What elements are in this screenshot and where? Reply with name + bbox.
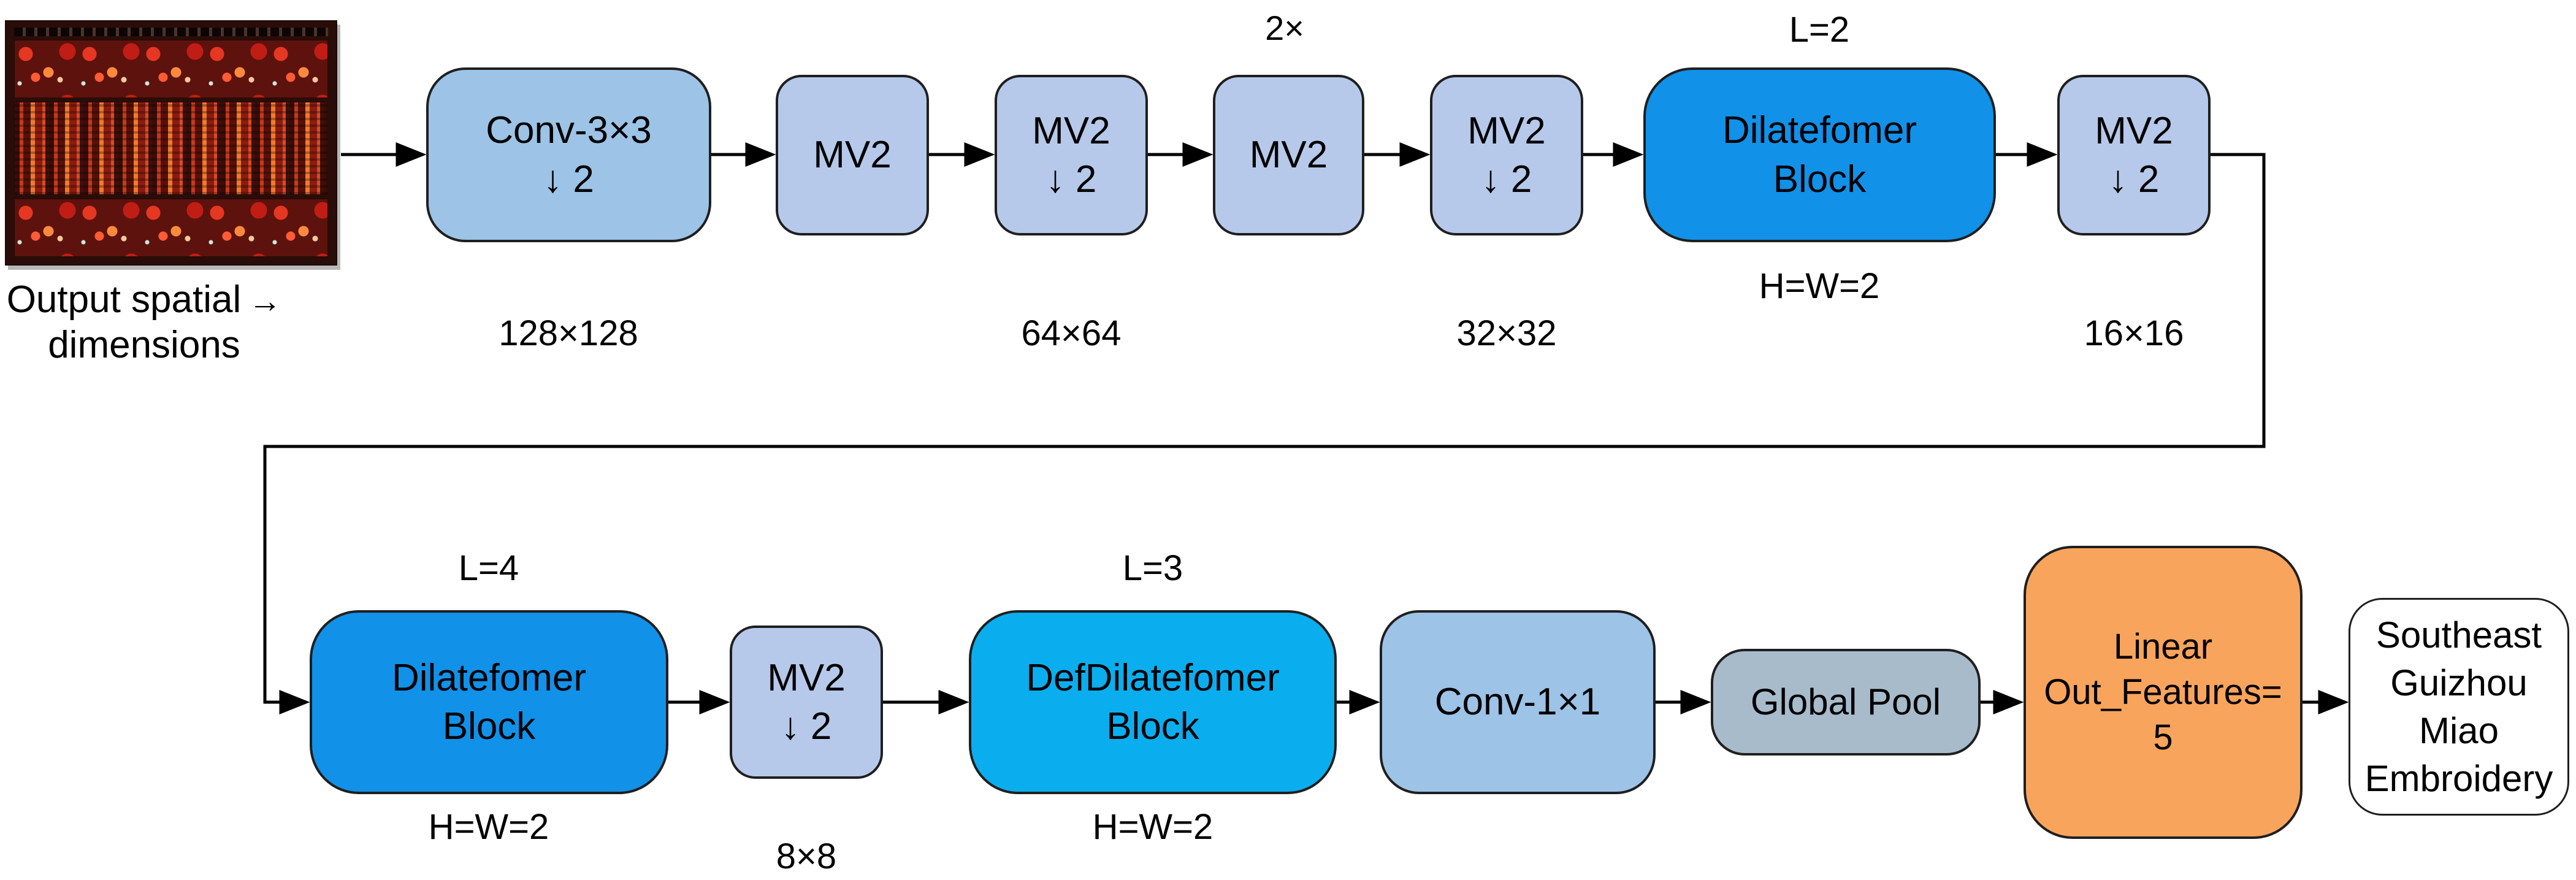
label-dim-8: 8×8 <box>776 836 837 876</box>
embroidery-top-band <box>14 40 328 98</box>
label-dim-64: 64×64 <box>1021 313 1122 353</box>
output-line-2: Guizhou <box>2390 662 2528 703</box>
label-layers-L2: L=2 <box>1789 10 1850 50</box>
block-subtitle: ↓ 2 <box>543 158 594 201</box>
block-subtitle: ↓ 2 <box>781 705 832 748</box>
caption-line-2: dimensions <box>48 324 240 367</box>
output-line-1: Southeast <box>2375 614 2542 656</box>
block-title: MV2 <box>2095 109 2173 152</box>
block-mv2-3: MV2 <box>1213 75 1364 235</box>
block-subtitle: ↓ 2 <box>1045 158 1097 201</box>
block-dilatefomer-stage1: Dilatefomer Block <box>1643 67 1996 242</box>
block-title: MV2 <box>767 656 846 699</box>
block-title: Dilatefomer <box>1722 109 1917 152</box>
label-layers-L3: L=3 <box>1122 548 1183 588</box>
block-subtitle: ↓ 2 <box>1481 158 1532 201</box>
block-subtitle: ↓ 2 <box>2108 158 2160 201</box>
caption-text: Output spatial <box>6 278 242 321</box>
block-conv1x1: Conv-1×1 <box>1380 610 1656 794</box>
block-mv2-6-downsample: MV2 ↓ 2 <box>730 626 883 779</box>
block-title: Global Pool <box>1750 681 1941 722</box>
block-mv2-2-downsample: MV2 ↓ 2 <box>995 75 1148 235</box>
caption-line-1: Output spatial→ <box>7 277 282 323</box>
output-line-4: Embroidery <box>2364 757 2553 799</box>
block-title: Conv-1×1 <box>1434 681 1601 724</box>
caption-arrow-icon: → <box>248 283 282 319</box>
block-defdilatefomer: DefDilatefomer Block <box>969 610 1337 794</box>
block-mv2-5-downsample: MV2 ↓ 2 <box>2057 75 2211 235</box>
block-global-pool: Global Pool <box>1711 649 1981 756</box>
block-mv2-4-downsample: MV2 ↓ 2 <box>1430 75 1583 235</box>
block-output-class: Southeast Guizhou Miao Embroidery <box>2349 598 2569 816</box>
label-dim-128: 128×128 <box>499 313 638 353</box>
label-hw-defdilatefomer: H=W=2 <box>1092 807 1213 847</box>
block-dilatefomer-stage2: Dilatefomer Block <box>310 610 668 794</box>
connector-stage1-to-stage2 <box>263 153 2266 714</box>
input-embroidery-image <box>5 20 337 266</box>
block-title: MV2 <box>813 134 892 177</box>
label-hw-stage1: H=W=2 <box>1759 266 1880 306</box>
embroidery-bottom-band <box>14 199 328 257</box>
label-dim-32: 32×32 <box>1456 313 1557 353</box>
block-value: 5 <box>2153 717 2173 758</box>
label-layers-L4: L=4 <box>458 548 519 588</box>
label-dim-16: 16×16 <box>2084 313 2184 353</box>
block-subtitle: Block <box>1106 705 1199 748</box>
block-mv2-1: MV2 <box>776 75 929 235</box>
label-hw-dilatefomer-s2: H=W=2 <box>428 807 549 847</box>
block-subtitle: Block <box>442 705 536 748</box>
embroidery-middle-band <box>14 101 328 196</box>
block-title: Conv-3×3 <box>486 109 652 152</box>
block-linear-classifier: Linear Out_Features= 5 <box>2024 546 2303 839</box>
output-line-3: Miao <box>2418 710 2499 751</box>
block-title: Dilatefomer <box>392 656 586 699</box>
block-title: DefDilatefomer <box>1026 656 1280 699</box>
block-subtitle: Out_Features= <box>2044 671 2282 712</box>
block-title: MV2 <box>1032 109 1110 152</box>
block-title: MV2 <box>1249 134 1328 177</box>
block-title: Linear <box>2113 626 2213 667</box>
block-conv3x3-downsample: Conv-3×3 ↓ 2 <box>426 67 711 242</box>
output-spatial-caption: Output spatial→ dimensions <box>7 277 282 369</box>
label-repeat-2x: 2× <box>1265 9 1304 47</box>
embroidery-stitch-border <box>14 28 328 36</box>
block-subtitle: Block <box>1773 158 1867 201</box>
block-title: MV2 <box>1467 109 1546 152</box>
